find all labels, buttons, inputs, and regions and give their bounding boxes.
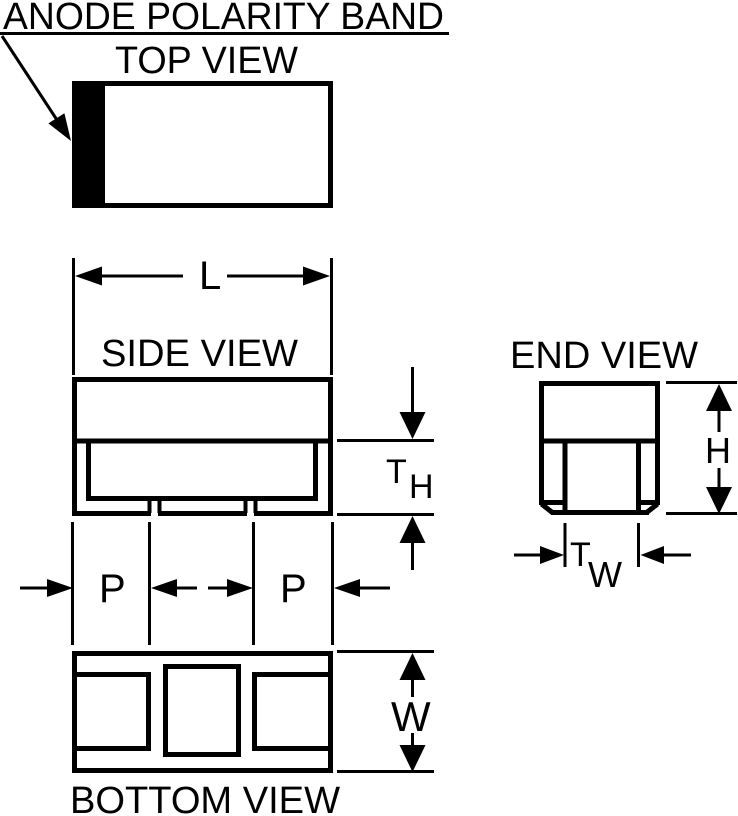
arrowhead-right-icon — [540, 546, 564, 564]
top-view-body — [72, 81, 333, 208]
dim-tw-sub-label: W — [588, 554, 622, 595]
arrowhead-down-icon — [706, 487, 732, 514]
top-view: TOP VIEW — [72, 40, 333, 208]
side-view: SIDE VIEW — [72, 333, 333, 516]
dimension-H: H — [666, 381, 737, 515]
arrowhead-up-icon — [399, 653, 426, 680]
arrowhead-left-icon — [334, 579, 360, 597]
arrowhead-up-icon — [706, 384, 732, 411]
dim-p-right-label: P — [280, 567, 307, 611]
anode-polarity-band — [72, 81, 105, 208]
bottom-view: BOTTOM VIEW — [70, 651, 340, 816]
dimension-L: L — [72, 254, 333, 375]
end-view: END VIEW — [510, 335, 698, 515]
dim-w-label: W — [391, 693, 431, 740]
bottom-left-pad — [72, 672, 151, 751]
arrowhead-left-icon — [151, 579, 177, 597]
dim-p-left-label: P — [99, 567, 126, 611]
arrowhead-down-icon — [399, 745, 426, 772]
bottom-center-pad — [163, 664, 241, 757]
bottom-view-label: BOTTOM VIEW — [70, 780, 340, 816]
bottom-right-pad — [252, 672, 333, 751]
arrowhead-right-icon — [47, 579, 73, 597]
anode-callout: ANODE POLARITY BAND — [0, 0, 449, 141]
arrowhead-down-icon — [399, 412, 426, 439]
top-view-label: TOP VIEW — [115, 40, 298, 82]
dim-h-label: H — [705, 430, 731, 471]
dimension-W: W — [337, 650, 434, 773]
dim-th-base-label: T — [386, 453, 407, 491]
end-view-label: END VIEW — [510, 335, 698, 377]
dim-l-label: L — [199, 254, 221, 298]
dim-th-sub-label: H — [409, 468, 434, 506]
dimension-P: P P — [20, 522, 390, 645]
dim-tw-base-label: T — [570, 536, 591, 574]
callout-arrowhead-icon — [48, 113, 71, 141]
arrowhead-left-icon — [75, 266, 102, 286]
side-view-label: SIDE VIEW — [101, 333, 298, 375]
anode-polarity-band-label: ANODE POLARITY BAND — [3, 0, 444, 38]
arrowhead-up-icon — [399, 516, 426, 543]
callout-leader-line — [0, 35, 59, 121]
arrowhead-right-icon — [303, 266, 330, 286]
arrowhead-left-icon — [640, 546, 664, 564]
dimension-TW: T W — [514, 523, 691, 595]
arrowhead-right-icon — [227, 579, 253, 597]
dimension-TH: T H — [337, 367, 434, 570]
